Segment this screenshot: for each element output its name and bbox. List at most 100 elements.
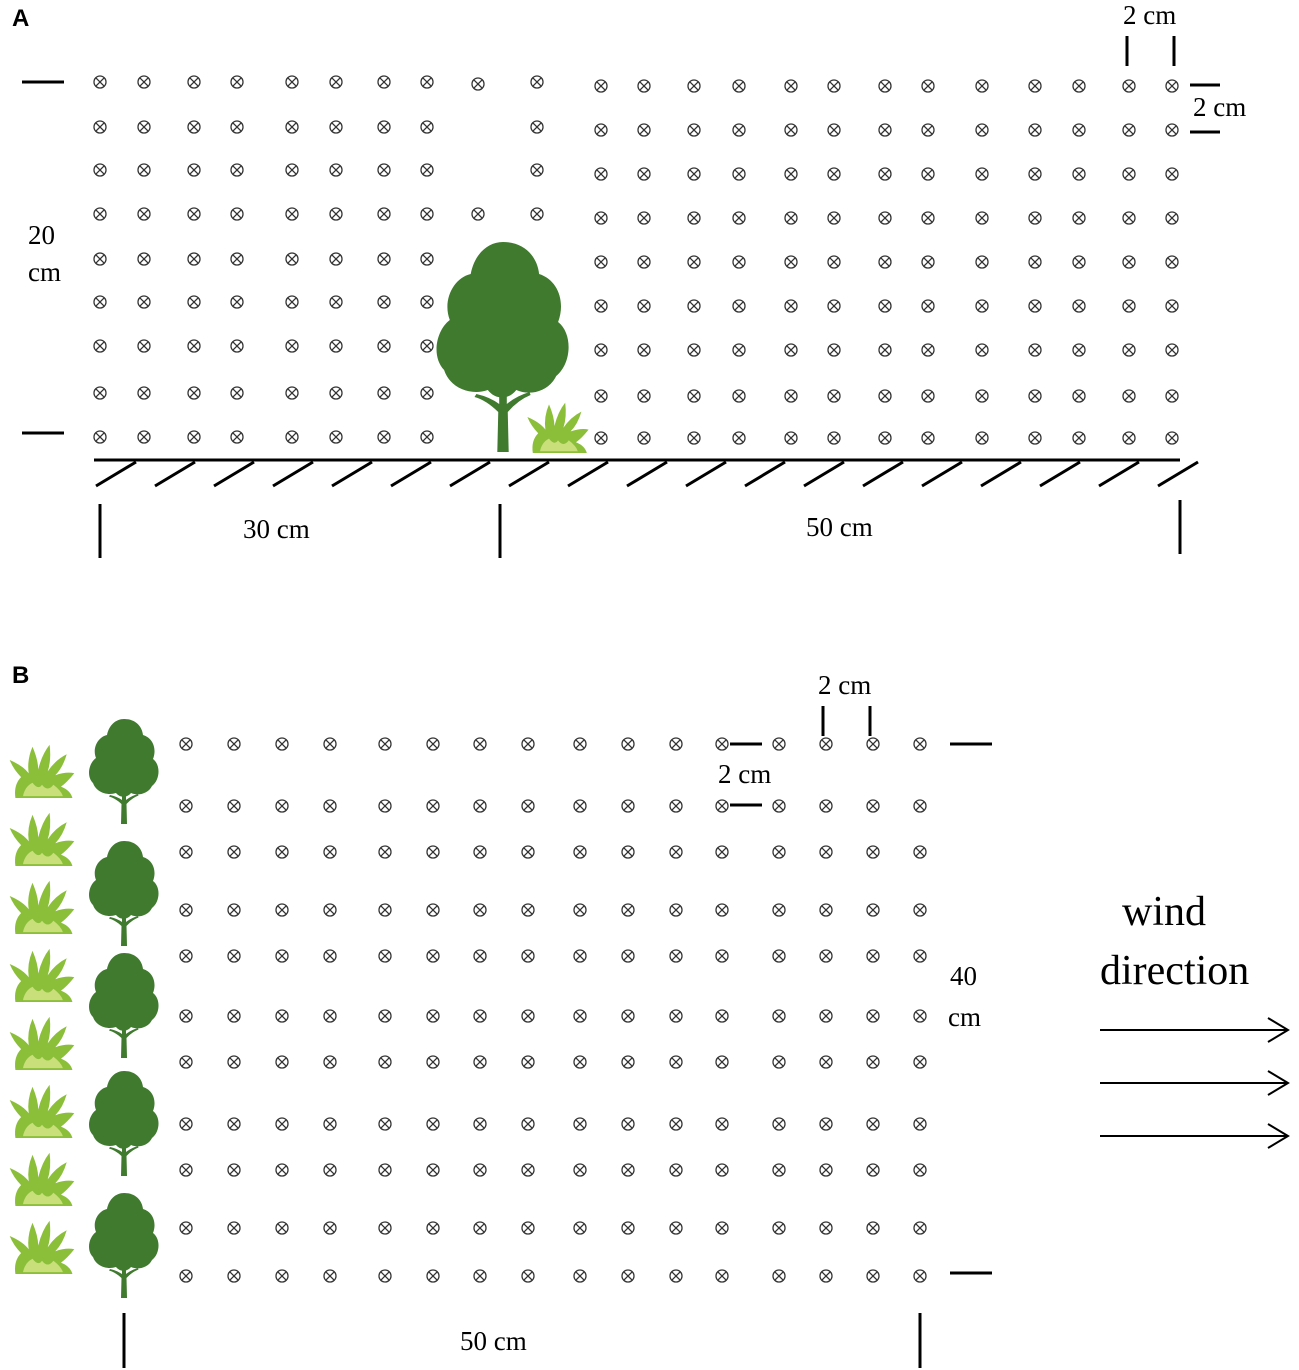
sample-point-icon xyxy=(819,799,833,813)
sample-point-icon xyxy=(323,1163,337,1177)
ground-hatch xyxy=(744,460,786,488)
sample-point-icon xyxy=(227,1269,241,1283)
sample-point-icon xyxy=(426,1221,440,1235)
sample-point-icon xyxy=(1028,79,1042,93)
sample-point-icon xyxy=(323,1269,337,1283)
sample-point-icon xyxy=(1122,211,1136,225)
sample-point-icon xyxy=(93,163,107,177)
sample-point-icon xyxy=(275,1221,289,1235)
sample-point-icon xyxy=(137,120,151,134)
sample-point-icon xyxy=(715,949,729,963)
sample-point-icon xyxy=(594,255,608,269)
sample-point-icon xyxy=(621,903,635,917)
sample-point-icon xyxy=(1165,299,1179,313)
sample-point-icon xyxy=(179,845,193,859)
sample-point-icon xyxy=(732,211,746,225)
panel-b: B 2 cm 2 cm 40 cm 50 cm wind direction xyxy=(9,662,1290,1368)
sample-point-icon xyxy=(285,339,299,353)
sample-point-icon xyxy=(687,299,701,313)
sample-point-icon xyxy=(772,1009,786,1023)
sample-point-icon xyxy=(819,903,833,917)
sample-point-icon xyxy=(1072,255,1086,269)
ground-hatch xyxy=(921,460,963,488)
wind-arrow-icon xyxy=(1100,1123,1290,1149)
sample-point-icon xyxy=(426,799,440,813)
sampling-grid-a xyxy=(93,75,1179,445)
sample-point-icon xyxy=(687,389,701,403)
sample-point-icon xyxy=(323,1055,337,1069)
sample-point-icon xyxy=(637,255,651,269)
sample-point-icon xyxy=(573,799,587,813)
sample-point-icon xyxy=(93,295,107,309)
distance-left-label-a: 30 cm xyxy=(243,514,310,544)
sample-point-icon xyxy=(819,1009,833,1023)
sample-point-icon xyxy=(473,1009,487,1023)
sample-point-icon xyxy=(913,903,927,917)
sample-point-icon xyxy=(179,903,193,917)
sample-point-icon xyxy=(521,1163,535,1177)
sample-point-icon xyxy=(426,1269,440,1283)
sample-point-icon xyxy=(594,123,608,137)
sample-point-icon xyxy=(1028,343,1042,357)
spacing-h-label-a: 2 cm xyxy=(1123,0,1176,30)
ground-hatch xyxy=(803,460,845,488)
sample-point-icon xyxy=(1072,343,1086,357)
sample-point-icon xyxy=(637,211,651,225)
sample-point-icon xyxy=(275,1163,289,1177)
tree-icon xyxy=(89,841,159,946)
sample-point-icon xyxy=(573,949,587,963)
sample-point-icon xyxy=(93,120,107,134)
sample-point-icon xyxy=(1122,299,1136,313)
sample-point-icon xyxy=(687,211,701,225)
sample-point-icon xyxy=(732,343,746,357)
sample-point-icon xyxy=(329,339,343,353)
sample-point-icon xyxy=(784,389,798,403)
sample-point-icon xyxy=(573,1163,587,1177)
sample-point-icon xyxy=(913,1055,927,1069)
sample-point-icon xyxy=(227,1117,241,1131)
sample-point-icon xyxy=(866,949,880,963)
sample-point-icon xyxy=(1122,431,1136,445)
sample-point-icon xyxy=(687,343,701,357)
sample-point-icon xyxy=(913,949,927,963)
sample-point-icon xyxy=(621,737,635,751)
sample-point-icon xyxy=(137,295,151,309)
sample-point-icon xyxy=(323,1009,337,1023)
sample-point-icon xyxy=(1028,431,1042,445)
sample-point-icon xyxy=(230,386,244,400)
wind-direction: wind direction xyxy=(1100,889,1290,1149)
height-label-a-line1: 20 xyxy=(28,220,55,250)
sample-point-icon xyxy=(827,389,841,403)
sample-point-icon xyxy=(473,1269,487,1283)
sample-point-icon xyxy=(323,949,337,963)
spacing-v-label-b: 2 cm xyxy=(718,759,771,789)
sample-point-icon xyxy=(913,737,927,751)
ground-hatch xyxy=(626,460,668,488)
sample-point-icon xyxy=(426,1117,440,1131)
sample-point-icon xyxy=(878,123,892,137)
sample-point-icon xyxy=(878,167,892,181)
sample-point-icon xyxy=(921,79,935,93)
distance-right-label-a: 50 cm xyxy=(806,512,873,542)
sample-point-icon xyxy=(975,431,989,445)
sample-point-icon xyxy=(285,120,299,134)
sample-point-icon xyxy=(573,903,587,917)
sample-point-icon xyxy=(827,255,841,269)
sample-point-icon xyxy=(621,799,635,813)
sample-point-icon xyxy=(378,799,392,813)
sample-point-icon xyxy=(715,1269,729,1283)
sample-point-icon xyxy=(227,1009,241,1023)
sample-point-icon xyxy=(179,1269,193,1283)
sample-point-icon xyxy=(921,299,935,313)
sample-point-icon xyxy=(1165,79,1179,93)
sample-point-icon xyxy=(521,1055,535,1069)
sample-point-icon xyxy=(732,255,746,269)
sample-point-icon xyxy=(521,799,535,813)
sample-point-icon xyxy=(921,123,935,137)
sample-point-icon xyxy=(521,1117,535,1131)
sample-point-icon xyxy=(637,299,651,313)
sample-point-icon xyxy=(772,903,786,917)
sample-point-icon xyxy=(866,1009,880,1023)
sample-point-icon xyxy=(1072,123,1086,137)
sample-point-icon xyxy=(784,79,798,93)
